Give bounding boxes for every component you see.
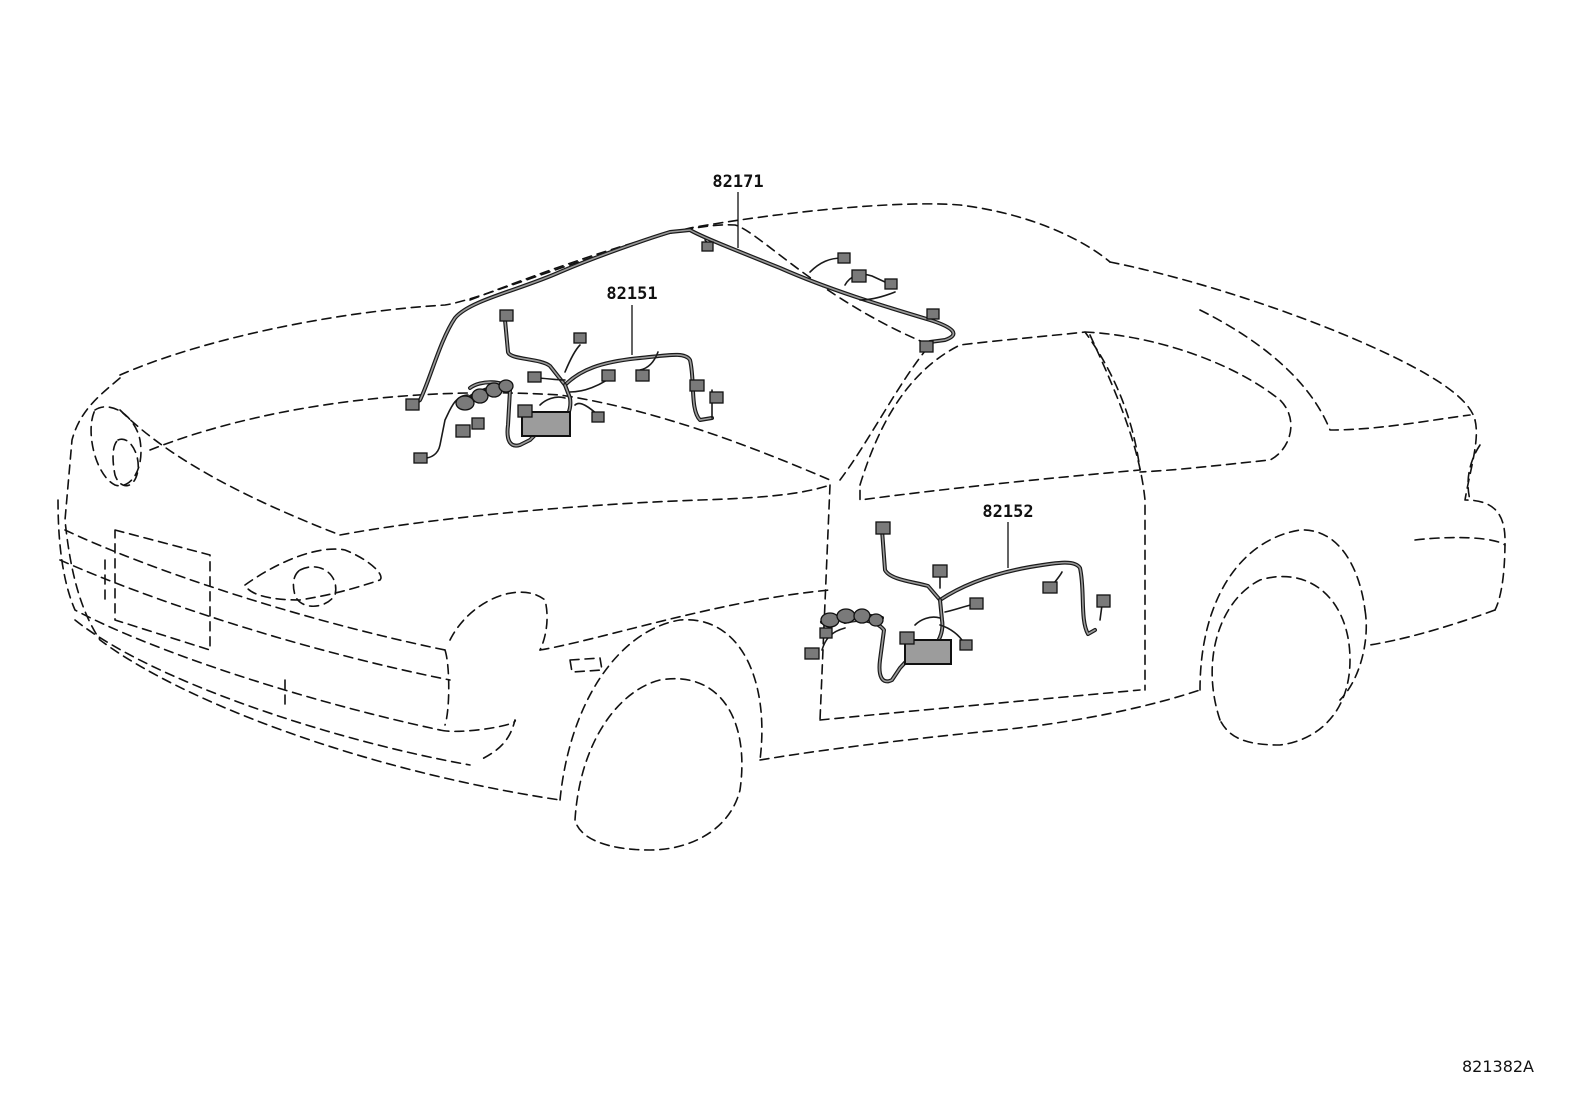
instrument-wire-harness <box>413 309 724 464</box>
connector <box>899 631 915 645</box>
connector <box>926 308 940 320</box>
connector <box>601 369 616 382</box>
connector <box>1042 581 1058 594</box>
part-callouts: 82171 82151 82152 <box>606 172 1034 568</box>
connector <box>709 391 724 404</box>
connector <box>635 369 650 382</box>
connector <box>851 269 867 283</box>
connector <box>573 332 587 344</box>
illustration-reference: 821382A <box>1462 1057 1534 1076</box>
connector <box>969 597 984 610</box>
car-outline <box>57 203 1506 851</box>
connector <box>1096 594 1111 608</box>
connector <box>527 371 542 383</box>
connector <box>499 309 514 322</box>
connector <box>701 241 714 252</box>
part-label-82171: 82171 <box>712 172 763 192</box>
connector <box>471 417 485 430</box>
connector <box>804 647 820 660</box>
part-label-82152: 82152 <box>982 502 1033 522</box>
roof-wire-harness <box>405 228 956 411</box>
connector <box>689 379 705 392</box>
connector <box>591 411 605 423</box>
connector <box>919 340 934 353</box>
connector <box>932 564 948 578</box>
connector <box>413 452 428 464</box>
junction-block <box>521 411 571 437</box>
connector <box>455 424 471 438</box>
connector <box>959 639 973 651</box>
door-wire-harness <box>804 521 1111 684</box>
connector <box>837 252 851 264</box>
connector <box>884 278 898 290</box>
part-label-82151: 82151 <box>606 284 657 304</box>
connector <box>405 398 420 411</box>
connector <box>819 627 833 639</box>
connector <box>875 521 891 535</box>
connector <box>517 404 533 418</box>
